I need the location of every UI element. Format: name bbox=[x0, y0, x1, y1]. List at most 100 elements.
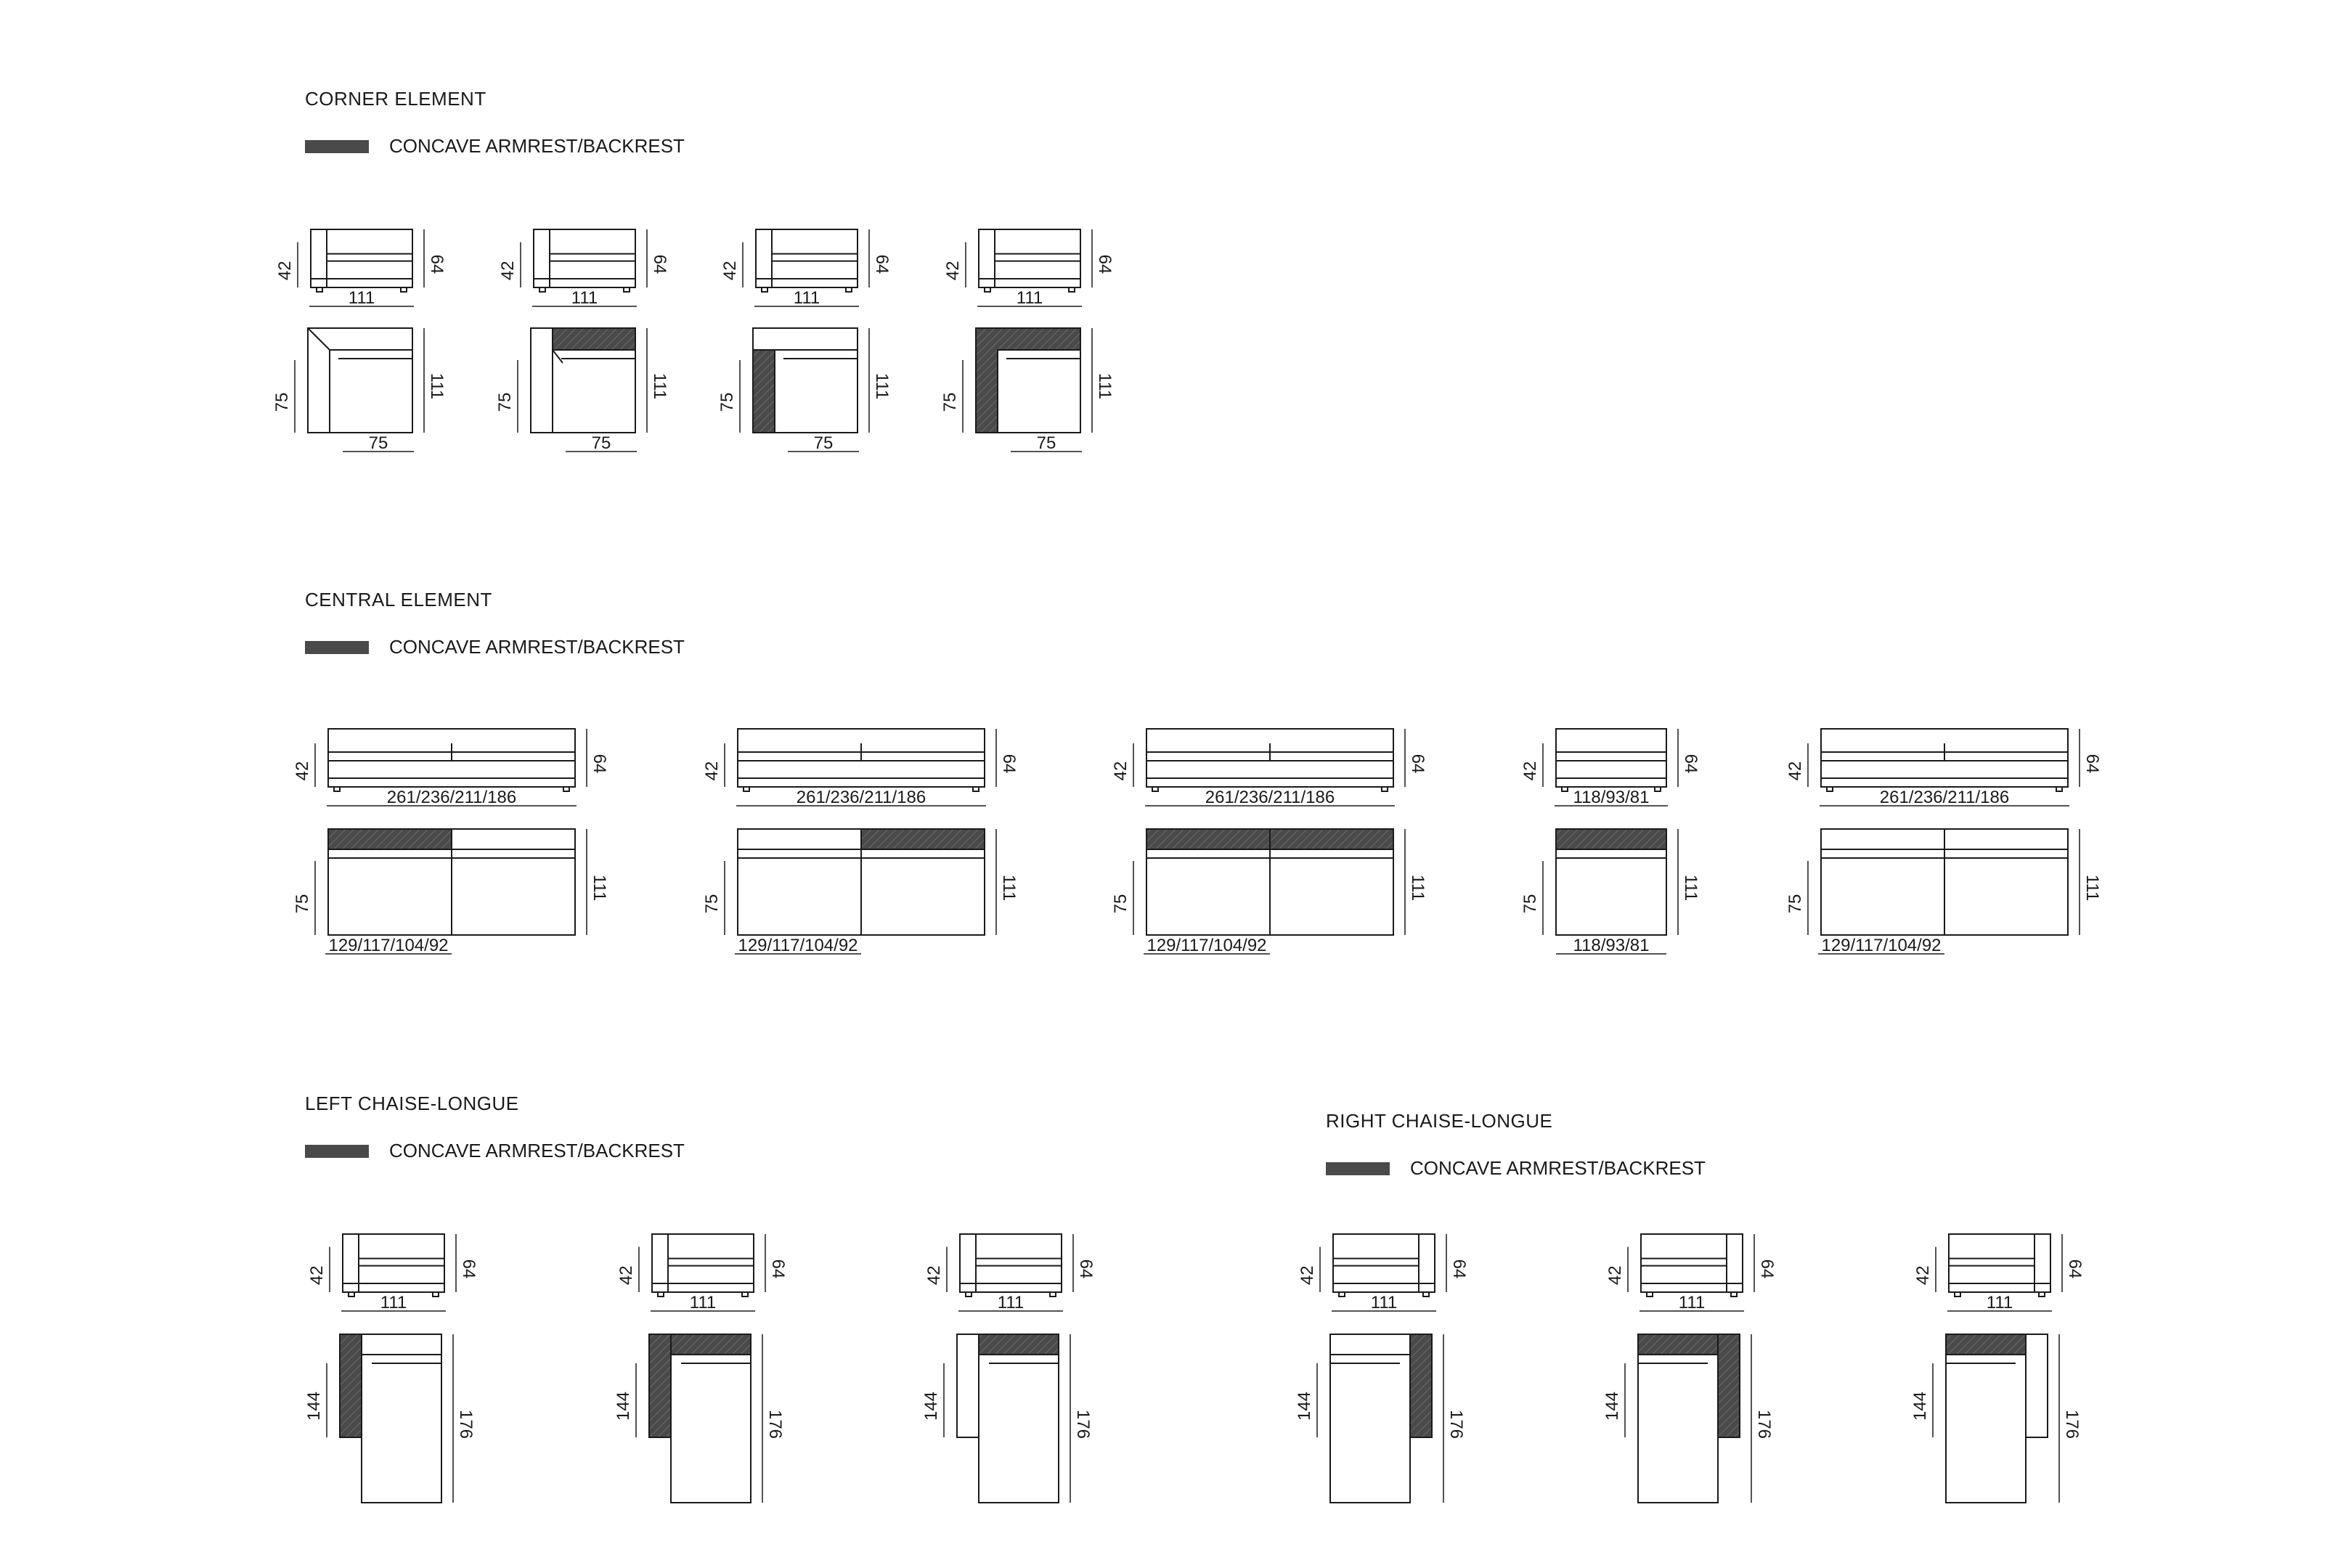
depth-dimension: 111 bbox=[872, 373, 892, 399]
foot bbox=[432, 1291, 439, 1297]
side-outline bbox=[1555, 728, 1667, 788]
height-dimension: 42 bbox=[1913, 1265, 1933, 1285]
seat-dimension: 144 bbox=[1295, 1392, 1314, 1421]
legend-label: CONCAVE ARMREST/BACKREST bbox=[389, 135, 685, 157]
foot bbox=[623, 287, 630, 293]
plan-outline bbox=[361, 1334, 442, 1503]
plan-outline bbox=[978, 1334, 1059, 1503]
plan-width-dimension: 129/117/104/92 bbox=[1146, 936, 1266, 955]
seat-dimension: 144 bbox=[304, 1392, 324, 1421]
foot bbox=[1068, 287, 1075, 293]
height-dimension: 42 bbox=[943, 261, 963, 280]
foot bbox=[1730, 1291, 1738, 1297]
total-height-dimension: 64 bbox=[768, 1259, 788, 1279]
height-dimension: 42 bbox=[1605, 1265, 1625, 1285]
armrest bbox=[956, 1334, 979, 1438]
concave-corner bbox=[975, 327, 1081, 433]
side-outline bbox=[1948, 1233, 2051, 1293]
foot bbox=[743, 786, 750, 792]
legend-label: CONCAVE ARMREST/BACKREST bbox=[1410, 1157, 1706, 1179]
foot bbox=[316, 287, 323, 293]
depth-dimension: 111 bbox=[427, 373, 447, 399]
foot bbox=[741, 1291, 749, 1297]
plan-outline bbox=[670, 1334, 752, 1503]
foot bbox=[965, 1291, 972, 1297]
total-height-dimension: 64 bbox=[459, 1259, 478, 1279]
corner-miter bbox=[552, 349, 563, 364]
seat-dimension: 144 bbox=[614, 1392, 633, 1421]
foot bbox=[400, 287, 407, 293]
foot bbox=[761, 287, 768, 293]
side-outline bbox=[327, 728, 576, 788]
concave-swatch bbox=[305, 641, 369, 654]
plan-outline bbox=[1945, 1334, 2027, 1503]
plan-outline bbox=[1329, 1334, 1411, 1503]
depth-dimension: 176 bbox=[1754, 1410, 1774, 1439]
concave-backrest bbox=[1555, 828, 1667, 850]
side-outline bbox=[978, 229, 1081, 288]
legend-label: CONCAVE ARMREST/BACKREST bbox=[389, 1140, 685, 1161]
concave-backrest bbox=[1637, 1334, 1719, 1355]
depth-dimension: 111 bbox=[650, 373, 669, 399]
total-height-dimension: 64 bbox=[427, 255, 447, 274]
plan-outline bbox=[1637, 1334, 1719, 1503]
foot bbox=[1646, 1291, 1653, 1297]
side-outline bbox=[959, 1233, 1062, 1293]
height-dimension: 42 bbox=[616, 1265, 636, 1285]
concave-backrest bbox=[552, 327, 636, 351]
depth-dimension: 111 bbox=[590, 875, 609, 901]
side-outline bbox=[1640, 1233, 1743, 1293]
total-height-dimension: 64 bbox=[590, 754, 609, 774]
corner-miter bbox=[307, 327, 330, 351]
foot bbox=[2056, 786, 2063, 792]
central-element-heading: CENTRAL ELEMENT bbox=[305, 589, 492, 611]
height-dimension: 42 bbox=[275, 261, 295, 280]
foot bbox=[348, 1291, 355, 1297]
foot bbox=[984, 287, 991, 293]
foot bbox=[333, 786, 341, 792]
seat-dimension: 75 bbox=[1111, 894, 1131, 914]
concave-backrest bbox=[978, 1334, 1059, 1355]
width-dimension: 111 bbox=[349, 288, 375, 308]
concave-armrest bbox=[752, 349, 775, 433]
foot bbox=[1152, 786, 1159, 792]
total-height-dimension: 64 bbox=[2065, 1259, 2085, 1279]
plan-width-dimension: 129/117/104/92 bbox=[1821, 936, 1941, 955]
width-dimension: 111 bbox=[998, 1293, 1024, 1312]
height-dimension: 42 bbox=[1111, 761, 1131, 781]
plan-width-dimension: 75 bbox=[592, 433, 611, 453]
height-dimension: 42 bbox=[924, 1265, 944, 1285]
plan-width-dimension: 129/117/104/92 bbox=[328, 936, 448, 955]
height-dimension: 42 bbox=[1520, 761, 1540, 781]
right-chaise-heading: RIGHT CHAISE-LONGUE bbox=[1326, 1110, 1553, 1132]
plan-width-dimension: 75 bbox=[814, 433, 834, 453]
side-outline bbox=[1820, 728, 2069, 788]
seat-dimension: 75 bbox=[940, 393, 960, 412]
concave-swatch bbox=[305, 140, 369, 153]
armrest bbox=[648, 1334, 672, 1438]
side-outline bbox=[310, 229, 413, 288]
side-outline bbox=[755, 229, 858, 288]
seat-dimension: 144 bbox=[921, 1392, 941, 1421]
side-outline bbox=[1146, 728, 1394, 788]
plan-width-dimension: 129/117/104/92 bbox=[738, 936, 858, 955]
foot bbox=[2038, 1291, 2045, 1297]
legend-label: CONCAVE ARMREST/BACKREST bbox=[389, 636, 685, 658]
side-outline bbox=[737, 728, 985, 788]
total-height-dimension: 64 bbox=[650, 255, 669, 274]
width-dimension: 261/236/211/186 bbox=[387, 788, 516, 807]
depth-dimension: 176 bbox=[456, 1410, 476, 1439]
total-height-dimension: 64 bbox=[1681, 754, 1700, 774]
